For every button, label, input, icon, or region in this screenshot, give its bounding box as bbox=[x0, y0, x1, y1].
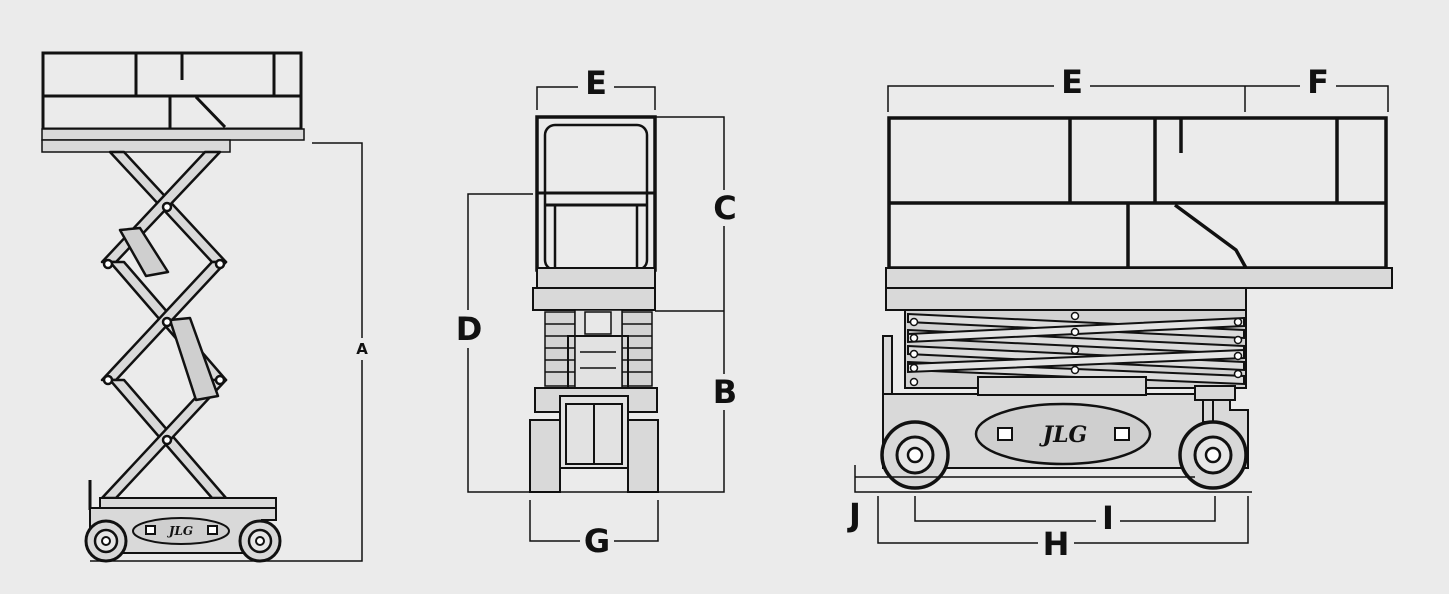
dimension-b-label: B bbox=[713, 373, 737, 411]
dimension-h-label: H bbox=[1043, 525, 1070, 563]
guardrail bbox=[41, 51, 303, 131]
chassis bbox=[88, 480, 277, 554]
dimension-g-label: G bbox=[584, 522, 610, 560]
rear-wheel bbox=[238, 519, 282, 563]
dimension-c-label: C bbox=[713, 189, 736, 227]
side-view-elevated: JLG A bbox=[41, 51, 370, 563]
stowed-front-wheel bbox=[880, 420, 950, 490]
jlg-logo-small: JLG bbox=[167, 524, 193, 538]
side-view-stowed: JLG E F J I H bbox=[840, 63, 1393, 563]
front-guardrail bbox=[535, 115, 657, 272]
dimension-e-side-label: E bbox=[1061, 63, 1083, 101]
dimension-j-label: J bbox=[847, 496, 861, 534]
jlg-logo: JLG bbox=[1039, 422, 1088, 448]
front-view: E C B D G bbox=[454, 64, 740, 560]
dimension-i-label: I bbox=[1102, 499, 1114, 537]
stowed-platform bbox=[885, 267, 1393, 289]
front-wheel bbox=[84, 519, 128, 563]
dimension-d-label: D bbox=[456, 310, 483, 348]
stowed-chassis bbox=[882, 335, 1249, 469]
stowed-scissor-arms bbox=[904, 309, 1247, 389]
front-scissor-stack bbox=[544, 309, 653, 391]
front-base bbox=[529, 387, 659, 493]
dimension-f-label: F bbox=[1307, 63, 1329, 101]
platform-deck bbox=[41, 128, 305, 141]
stowed-guardrail bbox=[887, 116, 1388, 270]
scissor-arms bbox=[100, 150, 228, 500]
stowed-rear-wheel bbox=[1178, 420, 1248, 490]
dimension-e-front-label: E bbox=[585, 64, 607, 102]
dimension-a-label: A bbox=[356, 340, 368, 358]
